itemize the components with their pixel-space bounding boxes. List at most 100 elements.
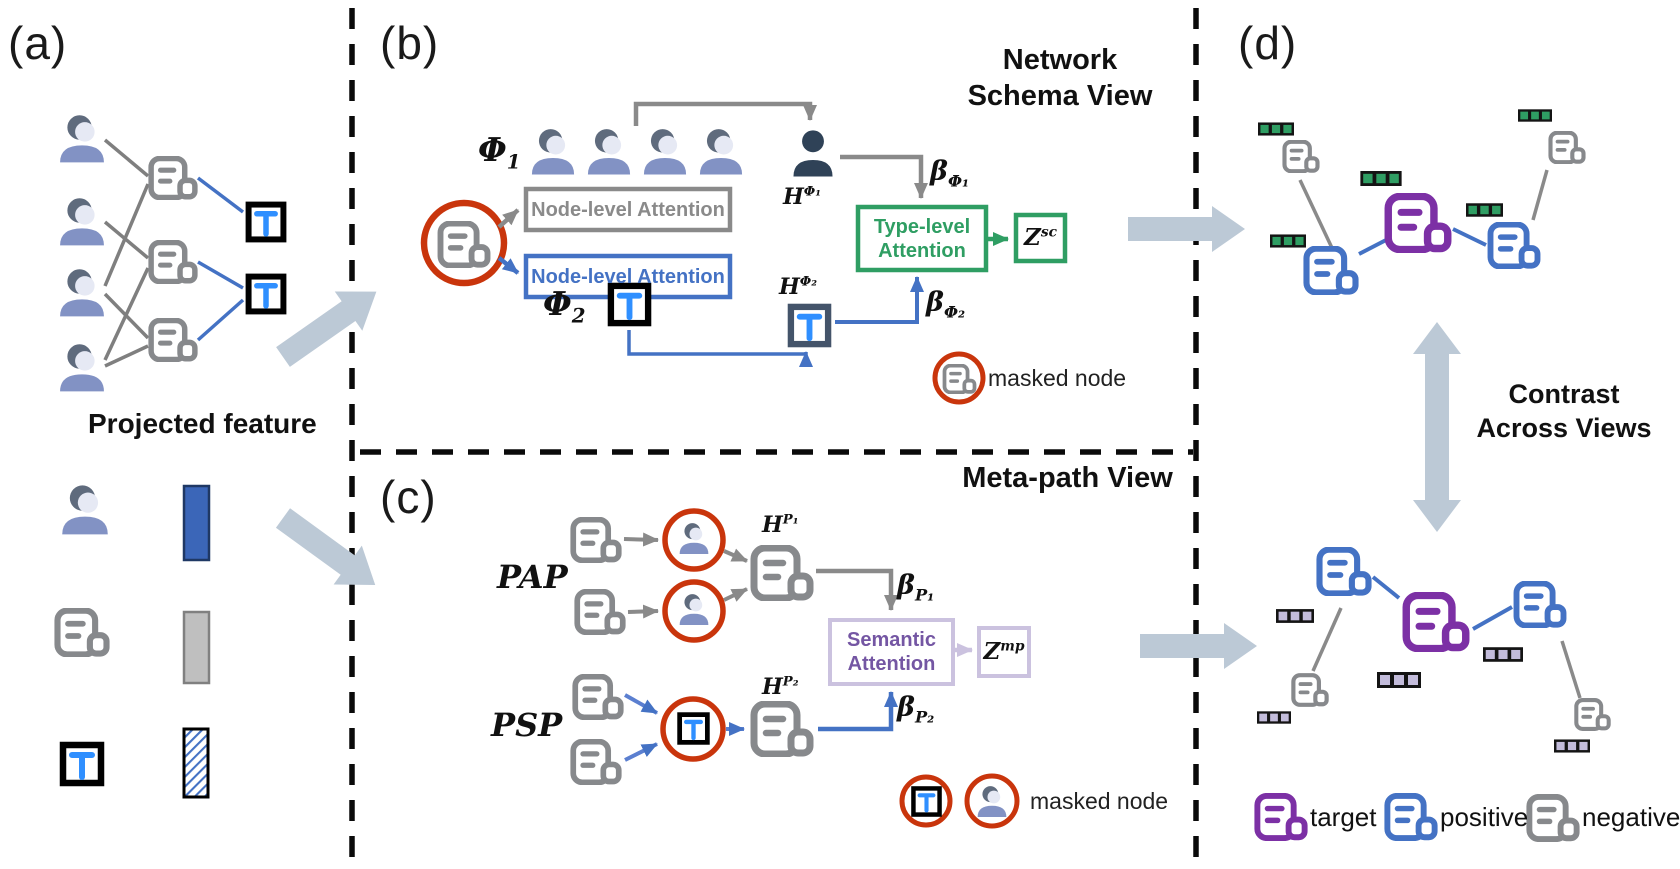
arrow-masked-to-blue-attn (497, 256, 520, 275)
node-attention-box-gray (523, 186, 733, 233)
h-p1-label: HP₁ (762, 512, 799, 538)
positive-paper-icon (1491, 225, 1538, 267)
term-feature-bar (182, 727, 210, 799)
author-icon (62, 485, 108, 535)
psp-arrows (624, 693, 745, 762)
contrast-line1: Contrast (1508, 379, 1620, 409)
embedding-chip-lavender (1276, 609, 1314, 623)
panel-b-label: (b) (380, 17, 440, 69)
h-phi1-author-icon (793, 130, 833, 177)
embedding-chip-lavender (1257, 711, 1291, 724)
legend-negative-icon (1529, 797, 1576, 839)
author-icon (60, 198, 104, 246)
embedding-chip-green (1360, 171, 1402, 186)
author-icon (699, 129, 743, 175)
arrow-hp2-to-semantic (818, 691, 898, 732)
phi1-label: Φ1 (478, 130, 521, 174)
network-schema-view-title: Network Schema View (950, 42, 1170, 115)
zmp-box (977, 626, 1031, 678)
contrast-double-arrow (1413, 322, 1461, 532)
positive-paper-icon (1307, 249, 1356, 293)
paper-icon (573, 742, 619, 783)
author-feature-bar (182, 484, 211, 562)
beta-phi2-label: βΦ₂ (926, 287, 966, 322)
panel-b-graphics (420, 101, 1068, 405)
arrow-hphi2-to-type (835, 276, 924, 324)
legend-masked-term-icon (913, 788, 939, 814)
author-icon (60, 115, 104, 163)
projected-feature-rows (58, 484, 211, 799)
negative-paper-icon (1293, 675, 1326, 705)
node-level-attention-gray-label: Node-level Attention (531, 198, 725, 221)
panel-c-label: (c) (380, 471, 437, 523)
contrast-line2: Across Views (1476, 412, 1652, 443)
embedding-chip-green (1518, 109, 1552, 122)
legend-positive-icon (1387, 796, 1434, 838)
panel-d-graphics (1128, 109, 1609, 839)
author-icon (643, 129, 687, 175)
masked-node-legend-b: masked node (988, 365, 1127, 391)
projected-feature-title: Projected feature (88, 408, 317, 439)
embedding-chip-lavender (1377, 672, 1421, 688)
arrow-hp1-to-semantic (816, 568, 898, 611)
semantic-attention-box (828, 618, 955, 686)
embedding-chip-green (1466, 203, 1503, 217)
embedding-chip-green (1258, 122, 1294, 136)
author-icon (587, 129, 631, 175)
contrast-across-views-label: Contrast Across Views (1468, 378, 1660, 446)
paper-icon (573, 520, 619, 561)
node-level-attention-blue-label: Node-level Attention (531, 265, 725, 288)
embedding-chip-lavender (1554, 739, 1590, 753)
beta-phi1-label: βΦ₁ (930, 156, 970, 191)
target-paper-icon (1406, 595, 1466, 648)
legend-positive-label: positive (1440, 802, 1529, 832)
term-icon (249, 205, 284, 240)
h-phi2-term-icon (791, 307, 828, 344)
paper-feature-bar (182, 610, 211, 685)
legend-target-label: target (1310, 802, 1377, 832)
title-line1: Network (1002, 44, 1118, 76)
embedding-chip-lavender (1483, 647, 1523, 662)
metapath-embedding-network (1257, 550, 1609, 753)
psp-label: PSP (491, 706, 563, 744)
h-phi2-label: HΦ₂ (779, 274, 818, 300)
type-attention-box (855, 204, 989, 273)
h-p2-label: HP₂ (762, 674, 799, 700)
panel-c-graphics (573, 508, 1031, 829)
beta-p2-label: βP₂ (897, 692, 935, 727)
title-line2: Schema View (967, 80, 1153, 113)
pap-label: PAP (497, 558, 568, 596)
zsc-box (1013, 212, 1068, 264)
term-feedback-arrow (627, 330, 813, 367)
negative-paper-icon (1576, 700, 1608, 729)
masked-node-legend-c: masked node (1030, 788, 1169, 814)
target-paper-icon (1388, 196, 1448, 249)
panel-d-label: (d) (1238, 17, 1298, 69)
arrow-b-to-d (1128, 206, 1245, 252)
bracket-arrow (633, 101, 817, 126)
term-icon (249, 277, 284, 312)
author-icon (60, 344, 104, 392)
legend-target-icon (1257, 796, 1304, 838)
masked-term-icon (680, 715, 708, 743)
meta-path-view-title: Meta-path View (962, 462, 1173, 494)
arrow-a-to-b (276, 291, 377, 367)
negative-paper-icon (1551, 133, 1584, 162)
paper-icon (58, 611, 107, 655)
panel-a-label: (a) (8, 17, 68, 69)
author-icon (60, 269, 104, 317)
paper-term-edges (196, 176, 245, 342)
author-paper-edges (103, 138, 150, 368)
negative-paper-icon (1285, 142, 1318, 171)
beta-p1-label: βP₁ (897, 570, 935, 605)
pap-arrows (623, 532, 748, 619)
term-icon (63, 745, 101, 783)
arrow-masked-to-gray-attn (497, 208, 520, 229)
h-phi1-label: HΦ₁ (783, 184, 822, 210)
zmp-label: Zmp (983, 638, 1025, 666)
phi2-label: Φ2 (543, 284, 586, 328)
